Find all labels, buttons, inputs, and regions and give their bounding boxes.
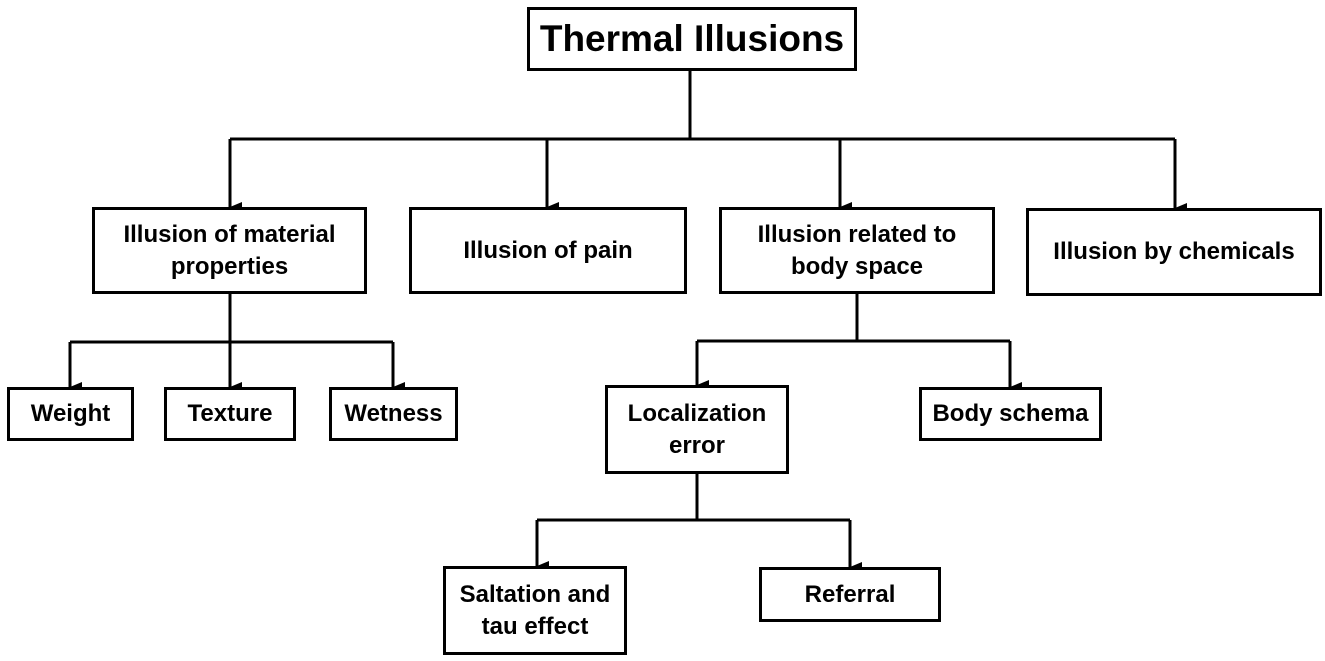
- node-localization-error-label: Localization error: [627, 400, 767, 459]
- node-weight: Weight: [7, 387, 134, 441]
- node-thermal-illusions-label: Thermal Illusions: [539, 17, 845, 59]
- node-illusion-body-space: Illusion related to body space: [719, 207, 995, 294]
- node-illusion-body-space-label: Illusion related to body space: [757, 221, 957, 280]
- node-illusion-by-chemicals: Illusion by chemicals: [1026, 208, 1322, 296]
- node-saltation-tau-effect-label: Saltation and tau effect: [459, 581, 611, 640]
- node-body-schema-label: Body schema: [932, 400, 1089, 428]
- node-weight-label: Weight: [30, 400, 111, 428]
- node-referral: Referral: [759, 567, 941, 622]
- node-illusion-material-properties: Illusion of material properties: [92, 207, 367, 294]
- node-illusion-by-chemicals-label: Illusion by chemicals: [1053, 238, 1295, 266]
- node-illusion-of-pain: Illusion of pain: [409, 207, 687, 294]
- node-wetness-label: Wetness: [344, 400, 443, 428]
- node-wetness: Wetness: [329, 387, 458, 441]
- node-texture-label: Texture: [187, 400, 273, 428]
- node-body-schema: Body schema: [919, 387, 1102, 441]
- node-localization-error: Localization error: [605, 385, 789, 474]
- node-texture: Texture: [164, 387, 296, 441]
- node-saltation-tau-effect: Saltation and tau effect: [443, 566, 627, 655]
- node-referral-label: Referral: [804, 580, 896, 608]
- node-illusion-of-pain-label: Illusion of pain: [463, 236, 633, 264]
- node-thermal-illusions: Thermal Illusions: [527, 7, 857, 71]
- node-illusion-material-properties-label: Illusion of material properties: [123, 221, 336, 280]
